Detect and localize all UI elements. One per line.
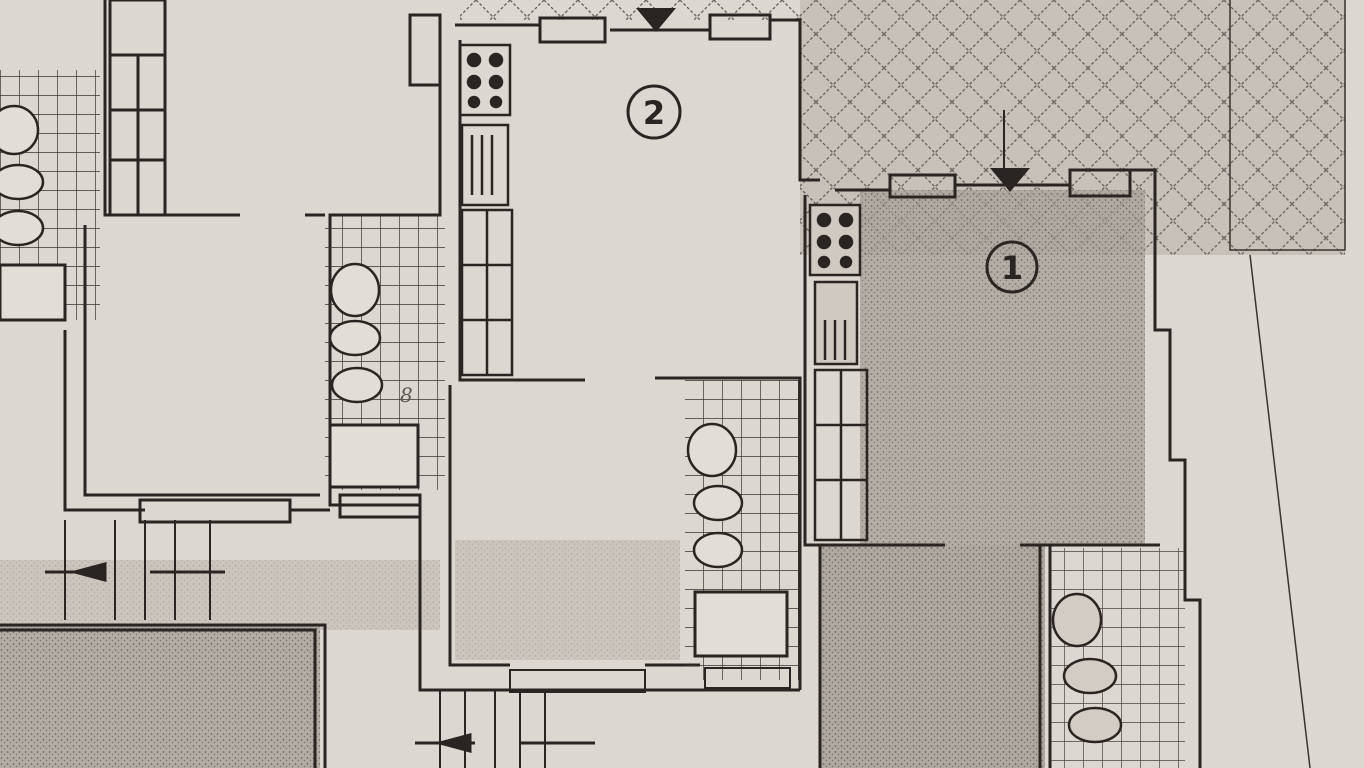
entrance-arrow-unit-2	[636, 8, 676, 32]
unit-2-kitchen	[458, 43, 514, 377]
handwritten-mark: 8	[400, 383, 413, 407]
unit-2-label: 2	[626, 84, 682, 140]
unit-1-bathroom	[1050, 548, 1185, 768]
unit-2-bathroom	[685, 380, 800, 680]
svg-text:1: 1	[1001, 249, 1023, 287]
terrace-hatch	[460, 0, 1345, 255]
far-left-unit	[0, 0, 422, 768]
site-boundary	[1229, 0, 1346, 768]
balcony-grids	[64, 520, 791, 768]
unit-1-kitchen	[808, 203, 869, 542]
shaded-floor-areas	[0, 190, 1145, 768]
left-bathroom: 8	[325, 215, 445, 490]
unit-1-label: 1	[985, 240, 1039, 294]
svg-text:2: 2	[643, 94, 665, 132]
section-arrows	[45, 562, 595, 753]
entrance-arrow-unit-1	[990, 110, 1030, 192]
